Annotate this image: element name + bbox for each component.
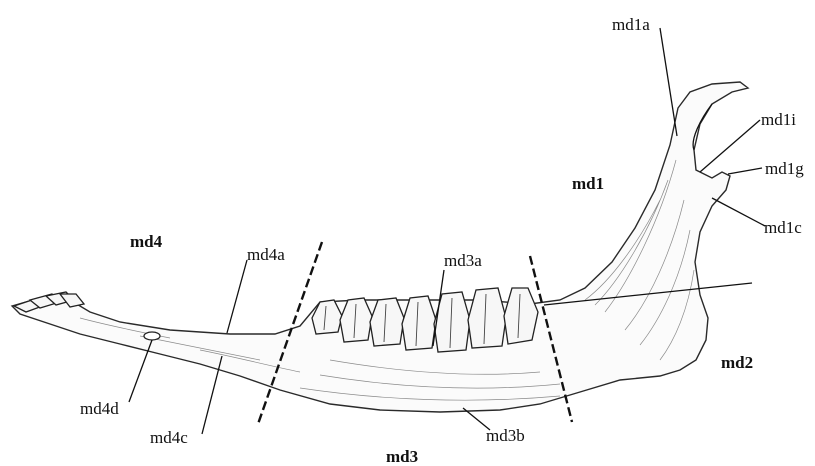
zone-label-md3: md3 <box>386 447 418 466</box>
leader-md1a <box>660 28 677 136</box>
mandible-body <box>12 82 748 412</box>
label-md4a: md4a <box>247 245 285 264</box>
mental-foramen <box>144 332 160 340</box>
label-md4c: md4c <box>150 428 188 447</box>
leader-md1c <box>712 198 765 226</box>
label-md3b: md3b <box>486 426 525 445</box>
label-md1i: md1i <box>761 110 796 129</box>
mandible-drawing <box>12 82 748 412</box>
label-md1g: md1g <box>765 159 804 178</box>
label-md1a: md1a <box>612 15 650 34</box>
leader-md4a <box>227 260 247 333</box>
label-md4d: md4d <box>80 399 119 418</box>
zone-label-md1: md1 <box>572 174 604 193</box>
leader-md1g <box>728 168 762 174</box>
zone-label-md4: md4 <box>130 232 163 251</box>
label-md1c: md1c <box>764 218 802 237</box>
leader-md1i <box>700 120 760 172</box>
label-md3a: md3a <box>444 251 482 270</box>
zone-label-md2: md2 <box>721 353 753 372</box>
